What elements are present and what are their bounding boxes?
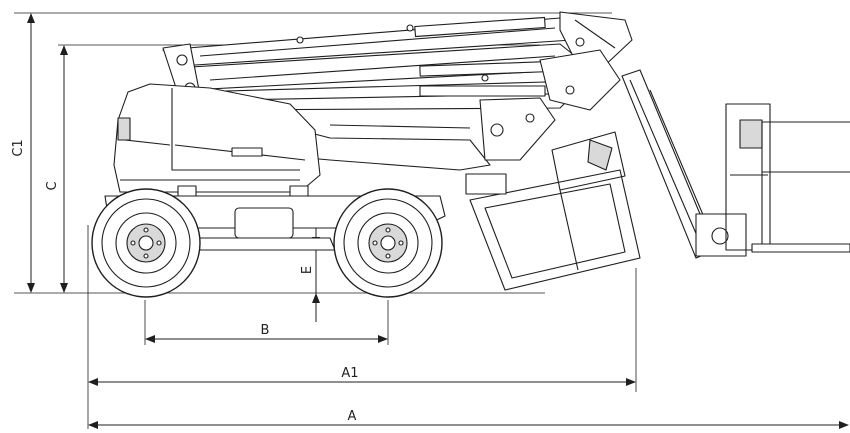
dimension-lines — [27, 12, 849, 429]
label-e: E — [300, 266, 315, 274]
extended-basket — [725, 103, 850, 253]
label-a: A — [348, 409, 357, 424]
label-a1: A1 — [341, 366, 358, 381]
jib-arm — [621, 69, 747, 259]
rear-wheel — [91, 188, 201, 298]
label-b: B — [261, 323, 270, 338]
machine — [91, 11, 850, 298]
boom-arms — [162, 11, 633, 111]
label-c: C — [45, 181, 60, 190]
label-c1: C1 — [11, 139, 26, 156]
stowed-basket — [465, 131, 641, 291]
front-wheel — [333, 188, 443, 298]
turret-cover — [113, 83, 321, 193]
